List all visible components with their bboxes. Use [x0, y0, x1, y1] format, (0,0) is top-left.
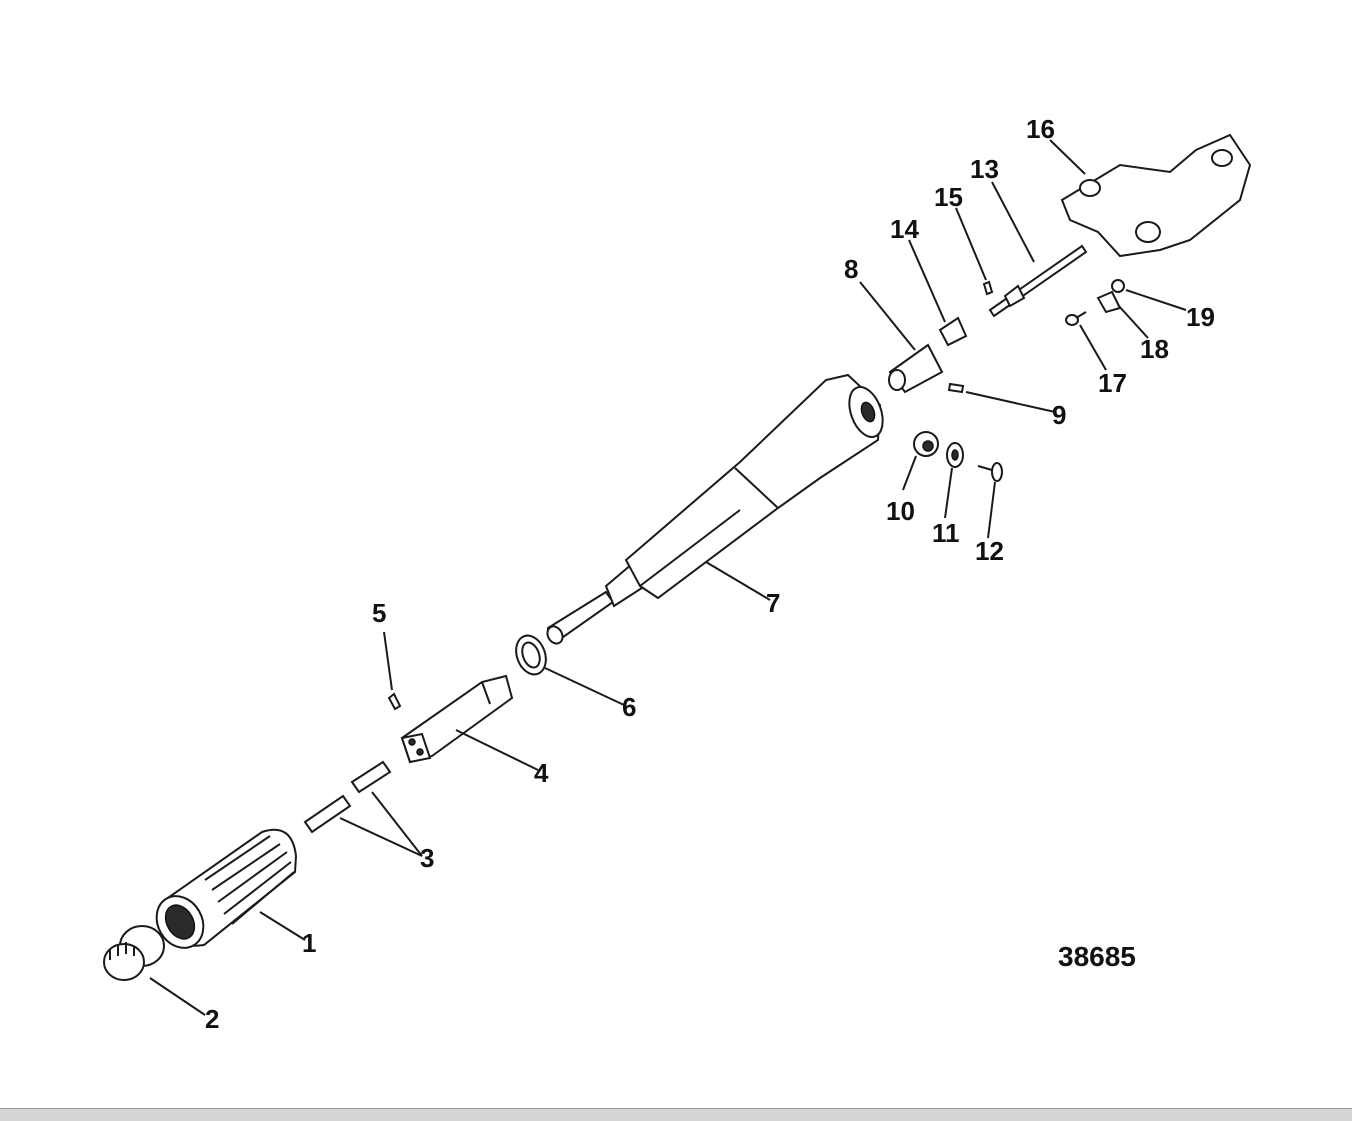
- callout-1: 1: [302, 928, 316, 958]
- figure-number: 38685: [1058, 941, 1136, 972]
- callout-2: 2: [205, 1004, 219, 1034]
- part-10-nut: [913, 431, 939, 457]
- callout-6: 6: [622, 692, 636, 722]
- callout-14: 14: [890, 214, 919, 244]
- bottom-scrollbar[interactable]: [0, 1108, 1352, 1121]
- callout-11: 11: [932, 518, 960, 548]
- callout-8: 8: [844, 254, 858, 284]
- part-12-screw: [977, 462, 1003, 482]
- part-19-nut: [1111, 279, 1125, 293]
- part-8-gear: [888, 343, 944, 394]
- callout-12: 12: [975, 536, 1004, 566]
- part-6-washer: [515, 634, 547, 676]
- leader-lines: [149, 139, 1187, 1016]
- part-3-pins: [303, 760, 392, 834]
- callout-10: 10: [886, 496, 915, 526]
- part-17-screw: [1065, 311, 1087, 326]
- part-2-end-cap: [103, 925, 165, 981]
- part-11-washer: [946, 442, 964, 468]
- part-13-shaft: [988, 244, 1088, 318]
- part-1-grip-sleeve: [155, 828, 298, 949]
- part-18-clip: [1096, 290, 1122, 314]
- callout-18: 18: [1140, 334, 1169, 364]
- part-4-hex-coupler: [400, 674, 514, 764]
- callout-15: 15: [934, 182, 963, 212]
- part-15-pin: [982, 280, 994, 296]
- callout-5: 5: [372, 598, 386, 628]
- part-16-bracket: [1060, 133, 1252, 258]
- part-9-pin: [947, 382, 965, 394]
- part-14-pinion: [938, 316, 968, 347]
- callout-7: 7: [766, 588, 780, 618]
- callout-13: 13: [970, 154, 999, 184]
- part-5-pin: [387, 692, 402, 711]
- callout-16: 16: [1026, 114, 1055, 144]
- callout-19: 19: [1186, 302, 1215, 332]
- callout-9: 9: [1052, 400, 1066, 430]
- callout-17: 17: [1098, 368, 1127, 398]
- callout-3: 3: [420, 843, 434, 873]
- callout-4: 4: [534, 758, 549, 788]
- part-7-tiller-arm: [546, 373, 884, 645]
